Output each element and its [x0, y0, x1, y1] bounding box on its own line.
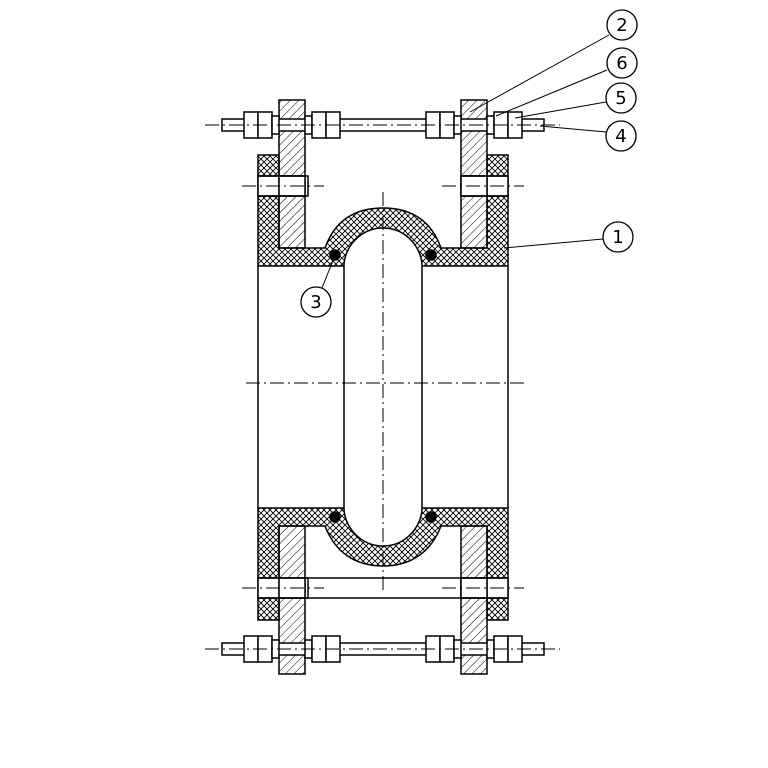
reinforcement-ring	[425, 511, 437, 523]
callout-6-label: 6	[616, 53, 627, 74]
leader-lines	[321, 34, 610, 289]
callout-2-label: 2	[616, 15, 627, 36]
callout-4: 4	[605, 120, 637, 152]
callout-6: 6	[606, 47, 638, 79]
callouts: 2 6 5 4 1 3	[300, 9, 638, 318]
callout-1-label: 1	[612, 227, 623, 248]
callout-3: 3	[300, 286, 332, 318]
callout-4-label: 4	[615, 126, 626, 147]
center-lines	[205, 124, 560, 650]
callout-3-label: 3	[310, 292, 321, 313]
callout-5: 5	[605, 82, 637, 114]
reinforcement-ring	[425, 249, 437, 261]
reinforcement-ring	[329, 511, 341, 523]
callout-2: 2	[606, 9, 638, 41]
callout-5-label: 5	[615, 88, 626, 109]
callout-1: 1	[602, 221, 634, 253]
reinforcement-ring	[329, 249, 341, 261]
